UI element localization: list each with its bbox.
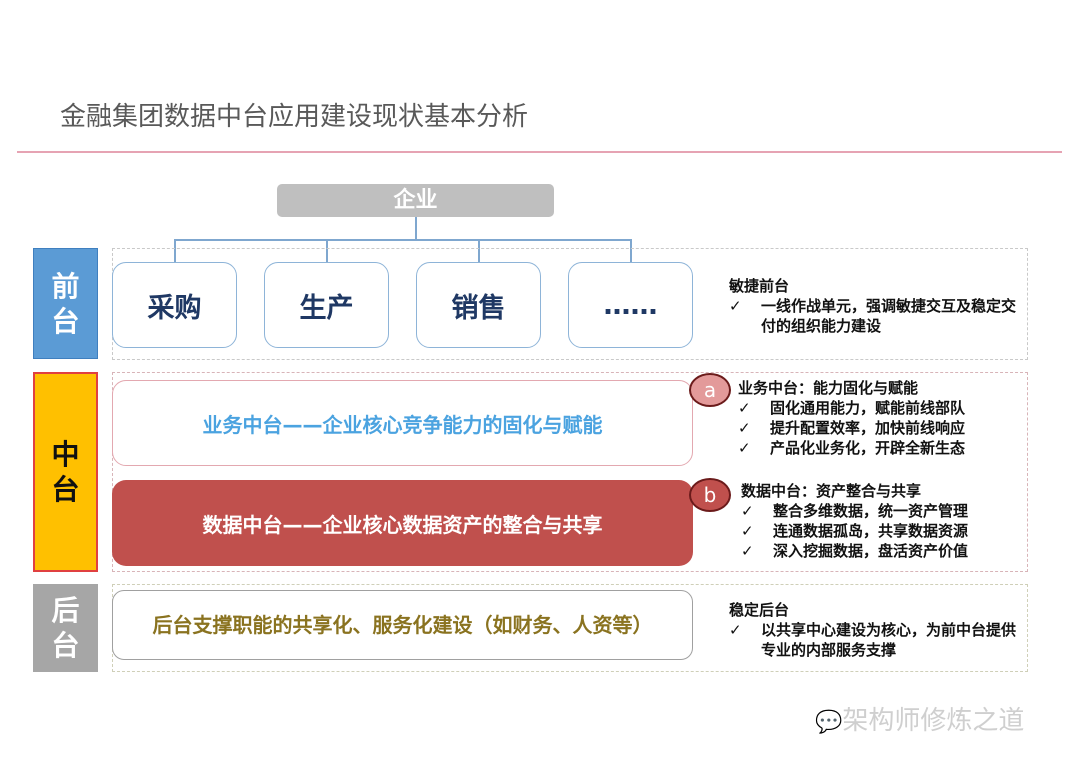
connector — [478, 239, 480, 262]
business-middle-text: 业务中台——企业核心竞争能力的固化与赋能 — [202, 412, 603, 437]
tier-middle-text: 中台 — [51, 438, 80, 506]
back-note: 稳定后台 ✓ 以共享中心建设为核心，为前中台提供专业的内部服务支撑 — [729, 600, 1019, 660]
middle-tier-panel — [112, 372, 1028, 572]
watermark: 💬架构师修炼之道 — [815, 700, 1024, 737]
check-icon: ✓ — [738, 439, 751, 457]
connector — [415, 217, 417, 240]
wechat-icon: 💬 — [815, 710, 843, 735]
tier-front-text: 前台 — [51, 269, 80, 338]
note-item-text: 连通数据孤岛，共享数据资源 — [773, 522, 969, 540]
front-box-more: …… — [568, 262, 693, 348]
note-item-text: 一线作战单元，强调敏捷交互及稳定交付的组织能力建设 — [761, 297, 1017, 335]
business-note: 业务中台：能力固化与赋能 ✓ 固化通用能力，赋能前线部队 ✓ 提升配置效率，加快前线… — [738, 378, 1028, 458]
tier-middle-label: 中台 — [33, 372, 98, 572]
back-box-text: 后台支撑职能的共享化、服务化建设（如财务、人资等） — [152, 613, 653, 637]
check-icon: ✓ — [738, 399, 751, 417]
connector — [326, 239, 328, 262]
note-item-text: 整合多维数据，统一资产管理 — [773, 502, 969, 520]
note-item: ✓ 深入挖掘数据，盘活资产价值 — [741, 541, 1031, 561]
tier-back-text: 后台 — [51, 594, 80, 662]
check-icon: ✓ — [741, 502, 754, 520]
note-item-text: 产品化业务化，开辟全新生态 — [770, 439, 966, 457]
enterprise-box: 企业 — [277, 184, 554, 217]
check-icon: ✓ — [741, 542, 754, 560]
note-item: ✓ 提升配置效率，加快前线响应 — [738, 418, 1028, 438]
back-box: 后台支撑职能的共享化、服务化建设（如财务、人资等） — [112, 590, 693, 660]
front-box-sales: 销售 — [416, 262, 541, 348]
note-item-text: 以共享中心建设为核心，为前中台提供专业的内部服务支撑 — [761, 621, 1017, 659]
connector — [174, 239, 632, 241]
note-heading: 业务中台：能力固化与赋能 — [738, 379, 919, 397]
front-note: 敏捷前台 ✓ 一线作战单元，强调敏捷交互及稳定交付的组织能力建设 — [729, 276, 1019, 336]
page-title: 金融集团数据中台应用建设现状基本分析 — [60, 102, 529, 132]
note-item-text: 固化通用能力，赋能前线部队 — [770, 399, 966, 417]
badge-b: b — [689, 478, 731, 512]
note-heading: 稳定后台 — [729, 601, 790, 619]
note-item-text: 提升配置效率，加快前线响应 — [770, 419, 966, 437]
note-item: ✓ 整合多维数据，统一资产管理 — [741, 501, 1031, 521]
data-note: 数据中台：资产整合与共享 ✓ 整合多维数据，统一资产管理 ✓ 连通数据孤岛，共享数据… — [741, 481, 1031, 561]
business-middle-box: 业务中台——企业核心竞争能力的固化与赋能 — [112, 380, 693, 466]
connector — [174, 239, 176, 262]
note-item-text: 深入挖掘数据，盘活资产价值 — [773, 542, 969, 560]
connector — [630, 239, 632, 262]
check-icon: ✓ — [729, 621, 742, 639]
front-box-production: 生产 — [264, 262, 389, 348]
note-item: ✓ 连通数据孤岛，共享数据资源 — [741, 521, 1031, 541]
note-heading: 数据中台：资产整合与共享 — [741, 482, 922, 500]
badge-a: a — [689, 373, 731, 407]
tier-back-label: 后台 — [33, 584, 98, 672]
data-middle-box: 数据中台——企业核心数据资产的整合与共享 — [112, 480, 693, 566]
note-item: ✓ 固化通用能力，赋能前线部队 — [738, 398, 1028, 418]
data-middle-text: 数据中台——企业核心数据资产的整合与共享 — [202, 512, 603, 537]
check-icon: ✓ — [729, 297, 742, 315]
watermark-text: 架构师修炼之道 — [842, 706, 1025, 736]
check-icon: ✓ — [738, 419, 751, 437]
check-icon: ✓ — [741, 522, 754, 540]
note-item: ✓ 一线作战单元，强调敏捷交互及稳定交付的组织能力建设 — [729, 296, 1019, 336]
note-heading: 敏捷前台 — [729, 277, 790, 295]
note-item: ✓ 以共享中心建设为核心，为前中台提供专业的内部服务支撑 — [729, 620, 1019, 660]
note-item: ✓ 产品化业务化，开辟全新生态 — [738, 438, 1028, 458]
title-divider — [17, 151, 1062, 153]
tier-front-label: 前台 — [33, 248, 98, 359]
front-box-purchase: 采购 — [112, 262, 237, 348]
